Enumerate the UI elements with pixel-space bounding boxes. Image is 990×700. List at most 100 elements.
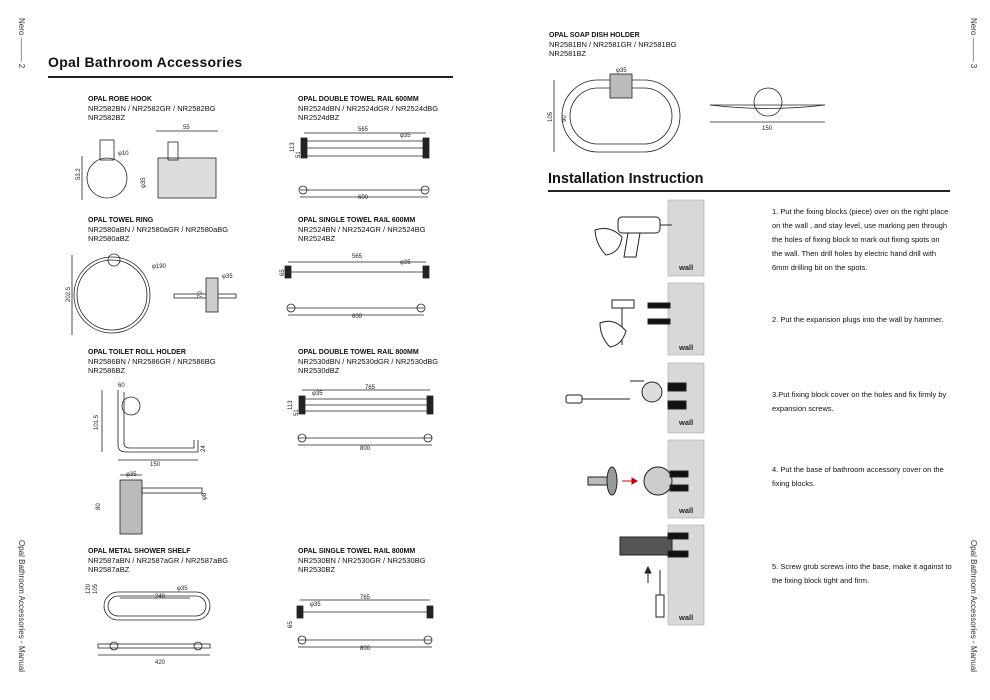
product-name: OPAL ROBE HOOK <box>88 96 152 103</box>
dim-label: 240 <box>155 594 166 600</box>
dim-label: 800 <box>360 646 371 652</box>
dim-label: φ35 <box>126 472 137 478</box>
product-code: NR2530BZ <box>298 565 336 574</box>
dim-label: 90 <box>562 115 568 122</box>
product-code: NR2524BZ <box>298 234 336 243</box>
single-towel-rail-600-drawing <box>284 261 430 316</box>
accessory-base-icon <box>587 466 689 496</box>
dim-label: 800 <box>360 446 371 452</box>
product-double-towel-rail-600: OPAL DOUBLE TOWEL RAIL 600MM NR2524dBN /… <box>298 95 438 122</box>
product-towel-ring: OPAL TOWEL RING NR2580aBN / NR2580aGR / … <box>88 216 228 243</box>
dim-label: 202.5 <box>66 286 72 302</box>
product-name: OPAL TOILET ROLL HOLDER <box>88 349 186 356</box>
product-code: NR2580aBZ <box>88 234 130 243</box>
product-code: NR2582BN / NR2582GR / NR2582BG <box>88 104 216 113</box>
soap-dish-drawing: φ35 105 90 150 <box>548 68 826 153</box>
product-code: NR2581BZ <box>549 49 587 58</box>
product-code: NR2587aBN / NR2587aGR / NR2587aBG <box>88 556 229 565</box>
wall-label: wall <box>678 263 693 272</box>
hammer-icon <box>599 299 671 348</box>
dim-label: 60 <box>118 383 125 389</box>
product-code: NR2587aBZ <box>88 565 130 574</box>
dim-label: 53.2 <box>76 168 82 180</box>
step-1-text: 1. Put the fixing blocks (piece) over on… <box>772 207 949 272</box>
wall-label: wall <box>678 613 693 622</box>
dim-label: 70 <box>198 291 204 298</box>
dim-label: 105 <box>93 583 99 594</box>
product-metal-shower-shelf: OPAL METAL SHOWER SHELF NR2587aBN / NR25… <box>88 547 228 574</box>
grub-screw-icon <box>619 532 689 618</box>
dim-label: 24 <box>201 445 207 452</box>
drill-icon <box>594 216 672 258</box>
towel-ring-drawing <box>71 253 237 335</box>
dim-label: 565 <box>358 127 369 133</box>
wall-label: wall <box>678 506 693 515</box>
single-towel-rail-800-drawing <box>296 599 434 648</box>
robe-hook-drawing <box>81 130 218 200</box>
product-code: NR2586BZ <box>88 366 126 375</box>
product-drawings: 55 φ10 53.2 φ35 565 φ35 113 51 600 φ190 … <box>66 125 434 666</box>
dim-label: 51 <box>294 409 300 416</box>
dim-label: 105 <box>548 111 554 122</box>
dim-label: 51 <box>296 151 302 158</box>
installation-title: Installation Instruction <box>548 171 704 187</box>
dim-label: 150 <box>762 126 773 132</box>
product-name: OPAL SOAP DISH HOLDER <box>549 32 640 39</box>
dim-label: φ35 <box>310 602 321 608</box>
dim-label: 600 <box>352 314 363 320</box>
product-code: NR2530dBN / NR2530dGR / NR2530dBG <box>298 357 439 366</box>
dim-label: 120 <box>86 583 92 594</box>
double-towel-rail-600-drawing <box>298 132 430 198</box>
product-name: OPAL METAL SHOWER SHELF <box>88 548 191 555</box>
product-code: NR2524dBZ <box>298 113 340 122</box>
product-single-towel-rail-600: OPAL SINGLE TOWEL RAIL 600MM NR2524BN / … <box>298 216 426 243</box>
product-code: NR2530dBZ <box>298 366 340 375</box>
dim-label: 420 <box>155 660 166 666</box>
product-code: NR2524dBN / NR2524dGR / NR2524dBG <box>298 104 439 113</box>
title-rule <box>48 76 453 78</box>
dim-label: φ8 <box>202 492 208 500</box>
toilet-roll-holder-drawing <box>101 390 203 535</box>
dim-label: 80 <box>96 503 102 510</box>
product-name: OPAL DOUBLE TOWEL RAIL 600MM <box>298 96 419 103</box>
dim-label: φ35 <box>616 68 627 74</box>
product-soap-dish-holder: OPAL SOAP DISH HOLDER NR2581BN / NR2581G… <box>549 31 677 58</box>
dim-label: φ10 <box>118 151 129 157</box>
dim-label: φ35 <box>400 260 411 266</box>
product-code: NR2580aBN / NR2580aGR / NR2580aBG <box>88 225 229 234</box>
right-brand: Nero <box>969 18 978 36</box>
dim-label: 113 <box>288 400 294 410</box>
dim-label: φ35 <box>400 133 411 139</box>
product-code: NR2524BN / NR2524GR / NR2524BG <box>298 225 426 234</box>
screwdriver-icon <box>565 380 687 410</box>
product-name: OPAL SINGLE TOWEL RAIL 800MM <box>298 548 416 555</box>
dim-label: 765 <box>360 595 371 601</box>
product-double-towel-rail-800: OPAL DOUBLE TOWEL RAIL 800MM NR2530dBN /… <box>298 348 438 375</box>
wall-label: wall <box>678 343 693 352</box>
dim-label: φ190 <box>152 264 167 270</box>
dim-label: 765 <box>365 385 376 391</box>
dim-label: 113 <box>290 142 296 152</box>
step-2-text: 2. Put the expansion plugs into the wall… <box>772 315 944 324</box>
right-footer: Opal Bathroom Accessories - Manual <box>969 540 978 673</box>
product-robe-hook: OPAL ROBE HOOK NR2582BN / NR2582GR / NR2… <box>88 95 216 122</box>
product-single-towel-rail-800: OPAL SINGLE TOWEL RAIL 800MM NR2530BN / … <box>298 547 426 574</box>
dim-label: φ35 <box>222 274 233 280</box>
step-4-text: 4. Put the base of bathroom accessory co… <box>772 465 944 488</box>
dim-label: φ35 <box>312 391 323 397</box>
product-code: NR2581BN / NR2581GR / NR2581BG <box>549 40 677 49</box>
dim-label: 565 <box>352 254 363 260</box>
product-toilet-roll-holder: OPAL TOILET ROLL HOLDER NR2586BN / NR258… <box>88 348 216 375</box>
dim-label: 55 <box>183 125 190 131</box>
dim-label: 150 <box>150 462 161 468</box>
dim-label: 101.5 <box>94 414 100 430</box>
dim-label: φ35 <box>177 586 188 592</box>
step-5-text: 5. Screw grub screws into the base, make… <box>772 562 952 585</box>
installation-illustrations: wall wall wall wall wall <box>565 199 705 626</box>
right-brand-marker: Nero ——— 3 <box>969 18 978 69</box>
product-code: NR2586BN / NR2586GR / NR2586BG <box>88 357 216 366</box>
shower-shelf-drawing <box>97 591 211 656</box>
installation-rule <box>548 190 950 192</box>
product-name: OPAL TOWEL RING <box>88 217 154 224</box>
product-code: NR2530BN / NR2530GR / NR2530BG <box>298 556 426 565</box>
